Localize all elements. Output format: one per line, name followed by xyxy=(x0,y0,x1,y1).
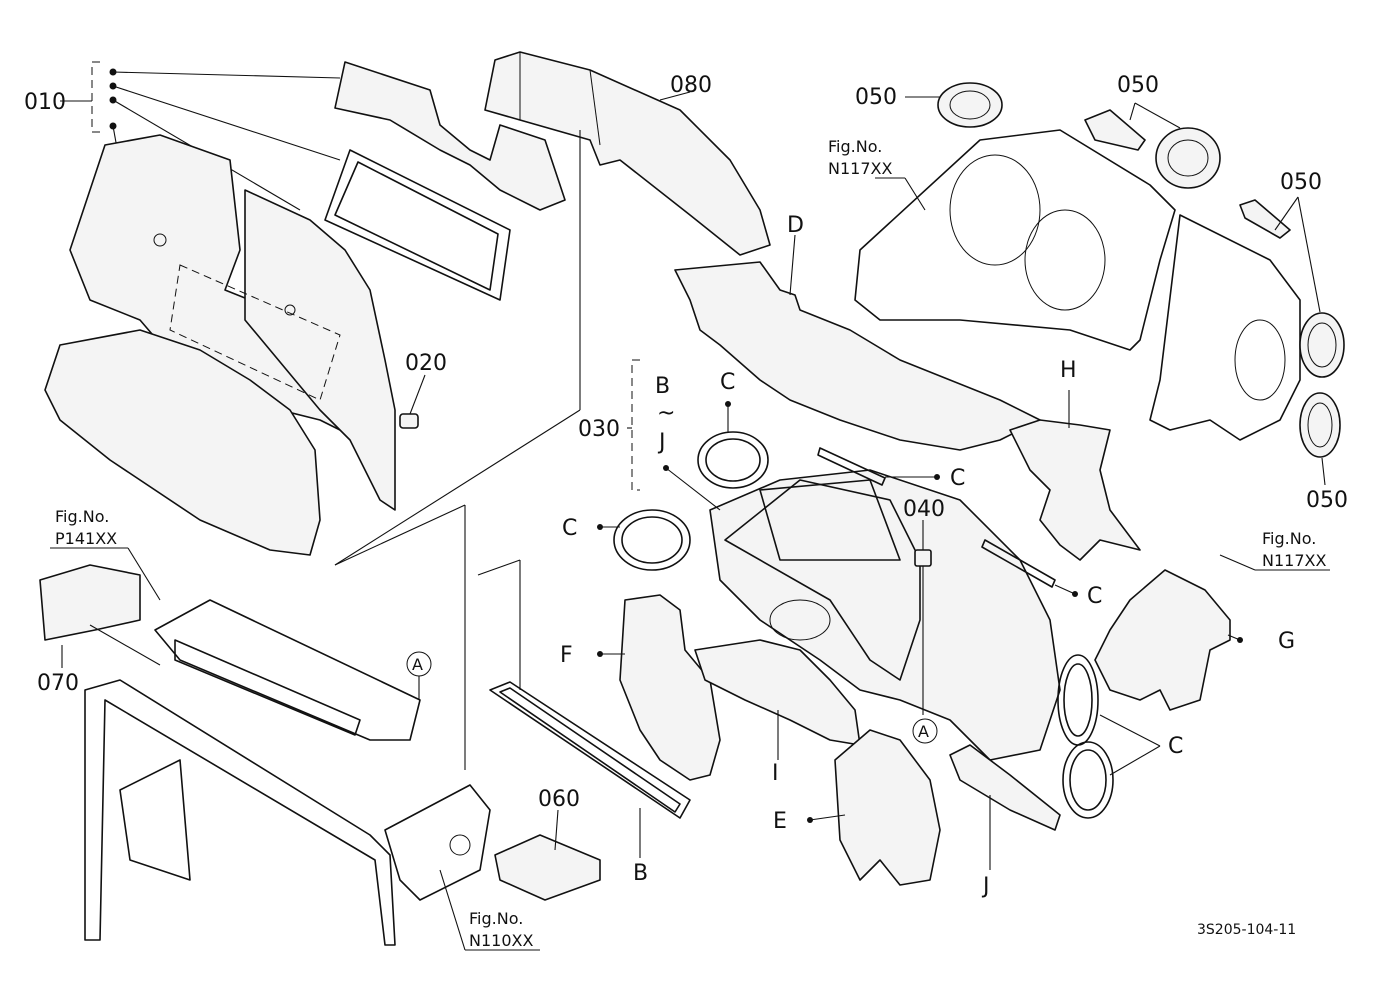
label-B-range: B xyxy=(655,374,670,399)
ref-1-line1: Fig.No. xyxy=(828,137,882,156)
label-020: 020 xyxy=(405,351,447,376)
diagram-code: 3S205-104-11 xyxy=(1197,922,1296,938)
callout-030 xyxy=(334,130,640,566)
ref-2-line2: N117XX xyxy=(1262,551,1326,570)
part-H-fin xyxy=(1009,419,1141,561)
part-060-block xyxy=(494,809,601,901)
label-C-1: C xyxy=(720,370,735,395)
part-E-shield xyxy=(834,729,941,886)
label-B: B xyxy=(633,861,648,886)
label-F: F xyxy=(560,643,573,668)
label-050-d: 050 xyxy=(1306,488,1348,513)
reference-leaders xyxy=(50,177,1330,951)
part-080-duct xyxy=(484,51,771,256)
part-070-block xyxy=(39,564,161,668)
part-J-strip xyxy=(949,744,1061,831)
part-rear-housing xyxy=(854,129,1301,441)
label-070: 070 xyxy=(37,671,79,696)
part-main-housing xyxy=(709,469,1061,761)
letter-leaders xyxy=(597,390,1243,823)
label-H: H xyxy=(1060,358,1077,383)
label-C-5: C xyxy=(1168,734,1183,759)
part-010-top-cover xyxy=(334,61,566,211)
label-C-2: C xyxy=(950,466,965,491)
label-080: 080 xyxy=(670,73,712,98)
ref-4-line1: Fig.No. xyxy=(469,909,523,928)
label-050-b: 050 xyxy=(1117,73,1159,98)
label-050-a: 050 xyxy=(855,85,897,110)
part-050-caps xyxy=(937,82,1345,458)
label-A-housing: A xyxy=(918,722,929,741)
label-040: 040 xyxy=(903,497,945,522)
part-040-nut xyxy=(914,520,932,715)
part-060-gasket xyxy=(489,681,691,819)
part-F-shield xyxy=(619,594,721,781)
label-tilde: ~ xyxy=(657,401,675,426)
part-020-bolt xyxy=(399,374,426,429)
part-010-gasket xyxy=(324,149,511,301)
label-G: G xyxy=(1278,629,1295,654)
part-C-gaskets xyxy=(613,431,1114,819)
ref-1-line2: N117XX xyxy=(828,159,892,178)
part-chassis xyxy=(84,599,491,946)
label-050-c: 050 xyxy=(1280,170,1322,195)
label-C-4: C xyxy=(1087,584,1102,609)
ref-3-line2: P141XX xyxy=(55,529,117,548)
marker-A-housing xyxy=(912,718,938,744)
assembly-lines xyxy=(334,504,991,870)
part-010-panel xyxy=(44,134,396,556)
label-A-chassis: A xyxy=(412,655,423,674)
label-E: E xyxy=(773,809,787,834)
label-C-3: C xyxy=(562,516,577,541)
label-J-range: J xyxy=(657,430,666,455)
label-D: D xyxy=(787,213,804,238)
label-J: J xyxy=(981,874,990,899)
ref-2-line1: Fig.No. xyxy=(1262,529,1316,548)
label-030: 030 xyxy=(578,417,620,442)
ref-3-line1: Fig.No. xyxy=(55,507,109,526)
part-G-fin xyxy=(1094,569,1231,711)
ref-4-line2: N110XX xyxy=(469,931,533,950)
marker-A-chassis xyxy=(406,651,432,700)
label-010: 010 xyxy=(24,90,66,115)
label-I: I xyxy=(772,761,779,786)
label-060: 060 xyxy=(538,787,580,812)
